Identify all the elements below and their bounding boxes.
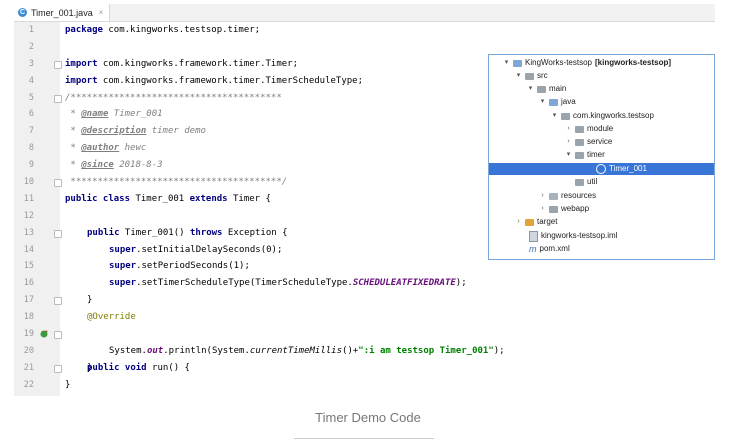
iml-file-icon [529,230,538,242]
code-line-6: 6 * @name Timer_001 [28,109,163,120]
chevron-down-icon[interactable]: ▾ [540,98,545,105]
tree-item-timer-001[interactable]: Timer_001 [489,163,714,175]
close-icon[interactable]: × [98,8,104,17]
caption-divider [294,438,434,439]
folder-icon [525,72,534,80]
fold-icon[interactable] [54,229,62,238]
code-line-10: 10 *************************************… [23,177,288,188]
chevron-right-icon[interactable]: › [567,138,570,145]
code-line-5: 5/**************************************… [28,92,282,103]
tree-item-pom[interactable]: m pom.xml [529,244,570,254]
module-folder-icon [513,59,522,67]
fold-icon[interactable] [54,364,62,373]
code-line-18: 18@Override [23,312,136,323]
resources-folder-icon [549,192,558,200]
fold-icon[interactable] [54,179,62,188]
chevron-down-icon[interactable]: ▾ [516,72,521,79]
class-icon [596,164,606,174]
code-line-19: 19 public void run() { [23,329,190,373]
folder-icon [537,85,546,93]
tree-item-iml[interactable]: kingworks-testsop.iml [529,230,617,242]
code-line-12: 12 [23,210,34,221]
figure-caption: Timer Demo Code [315,410,421,425]
chevron-right-icon[interactable]: › [567,125,570,132]
package-icon [575,125,584,133]
tree-item-package[interactable]: ▾ com.kingworks.testsop [552,111,654,120]
line-gutter [14,22,60,396]
code-line-8: 8 * @author hewc [28,143,147,154]
source-folder-icon [549,98,558,106]
package-icon [575,178,584,186]
tree-item-src[interactable]: ▾ src [516,71,548,80]
folder-icon [549,205,558,213]
chevron-down-icon[interactable]: ▾ [528,85,533,92]
java-class-icon: C [18,8,27,17]
fold-icon[interactable] [54,60,62,69]
package-icon [575,138,584,146]
chevron-right-icon[interactable]: › [517,218,520,225]
chevron-right-icon[interactable]: › [541,192,544,199]
fold-icon[interactable] [54,297,62,306]
tree-item-resources[interactable]: › resources [539,190,596,202]
chevron-down-icon[interactable]: ▾ [566,151,571,158]
override-marker-icon[interactable] [40,330,48,338]
code-line-9: 9 * @since 2018-8-3 [28,160,163,171]
code-line-7: 7 * @description timer demo [28,126,206,137]
tree-item-target[interactable]: › target [515,216,557,228]
tree-item-service[interactable]: › service [565,136,612,148]
code-line-22: 22} [23,379,71,390]
tree-item-util[interactable]: util [575,176,597,188]
tree-item-timer[interactable]: ▾ timer [566,150,605,159]
tree-item-main[interactable]: ▾ main [528,84,567,93]
excluded-folder-icon [525,218,534,226]
code-line-17: 17} [23,295,93,306]
code-line-2: 2 [28,41,34,52]
package-icon [575,151,584,159]
chevron-down-icon[interactable]: ▾ [552,112,557,119]
tab-bar: C Timer_001.java × [14,4,715,22]
tab-timer-001[interactable]: C Timer_001.java × [14,4,111,21]
package-icon [561,112,570,120]
tree-item-webapp[interactable]: › webapp [539,203,589,215]
project-tree-panel: ▾ KingWorks-testsop [kingworks-testsop] … [488,54,715,260]
chevron-down-icon[interactable]: ▾ [504,59,509,66]
tab-label: Timer_001.java [31,7,93,18]
code-line-21: 21} [23,362,93,373]
tree-item-root[interactable]: ▾ KingWorks-testsop [kingworks-testsop] [504,58,672,67]
chevron-right-icon[interactable]: › [541,205,544,212]
maven-icon: m [529,244,537,254]
fold-icon[interactable] [54,331,62,340]
tree-item-java[interactable]: ▾ java [540,97,576,106]
tree-item-module[interactable]: › module [565,123,613,135]
fold-icon[interactable] [54,94,62,103]
